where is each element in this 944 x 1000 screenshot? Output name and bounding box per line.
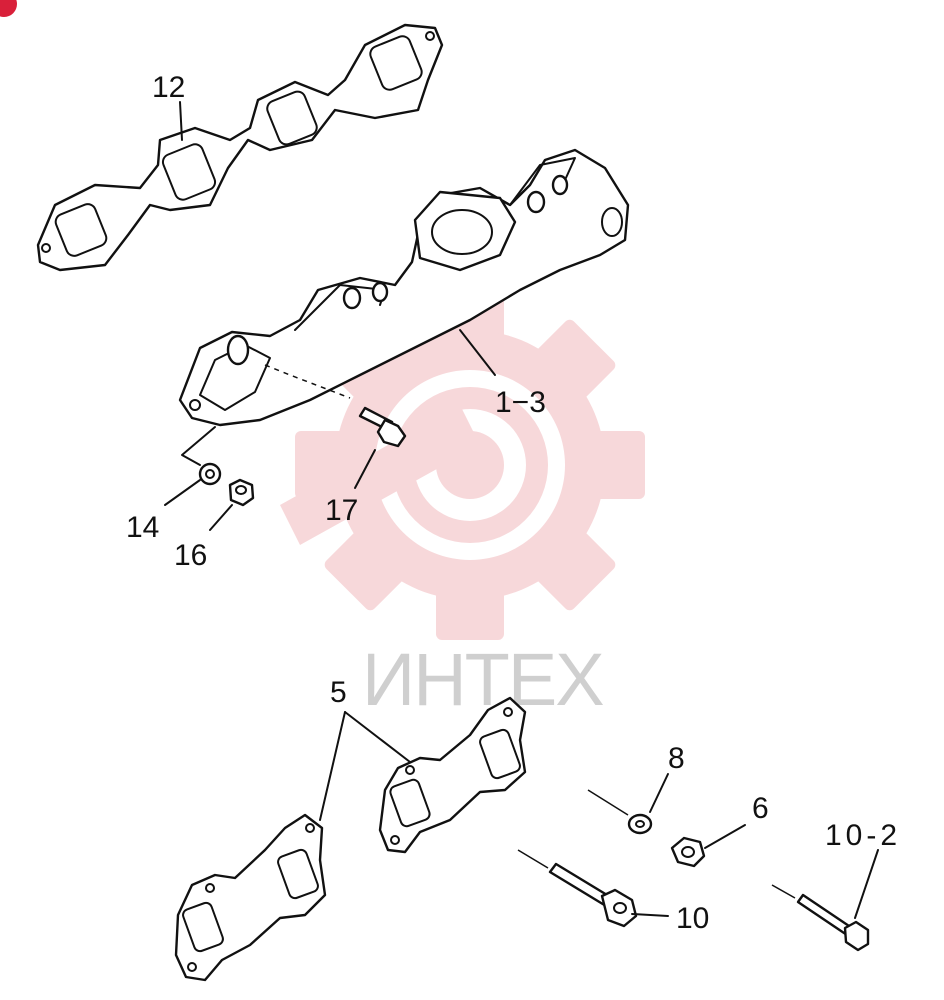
callout-8: 8 xyxy=(668,742,685,775)
callout-10: 10 xyxy=(676,902,709,935)
part-17-stud xyxy=(358,406,407,448)
part-10-bolt xyxy=(517,849,638,928)
callout-16: 16 xyxy=(174,539,207,572)
callout-6: 6 xyxy=(752,792,769,825)
part-6-nut xyxy=(670,836,706,868)
part-14-washer xyxy=(198,462,222,486)
callout-5: 5 xyxy=(330,676,347,709)
callout-14: 14 xyxy=(126,511,159,544)
callout-10-2: 10-2 xyxy=(825,819,901,852)
part-5-gasket-right xyxy=(378,696,527,854)
part-16-nut xyxy=(228,478,255,507)
callout-1-3: 1−3 xyxy=(495,386,546,419)
part-12-gasket xyxy=(36,23,444,272)
corner-badge xyxy=(0,0,17,17)
leader-lines xyxy=(164,101,879,919)
part-1-3-manifold xyxy=(178,148,630,427)
part-5-gasket-left xyxy=(174,813,327,982)
watermark-text: ИНТЕХ xyxy=(362,638,603,721)
callout-17: 17 xyxy=(325,494,358,527)
callout-labels: 12 1−3 14 16 17 5 8 6 10 10-2 xyxy=(126,71,901,935)
callout-12: 12 xyxy=(152,71,185,104)
part-8-washer xyxy=(627,813,653,835)
part-10-2-bolt xyxy=(771,884,870,952)
